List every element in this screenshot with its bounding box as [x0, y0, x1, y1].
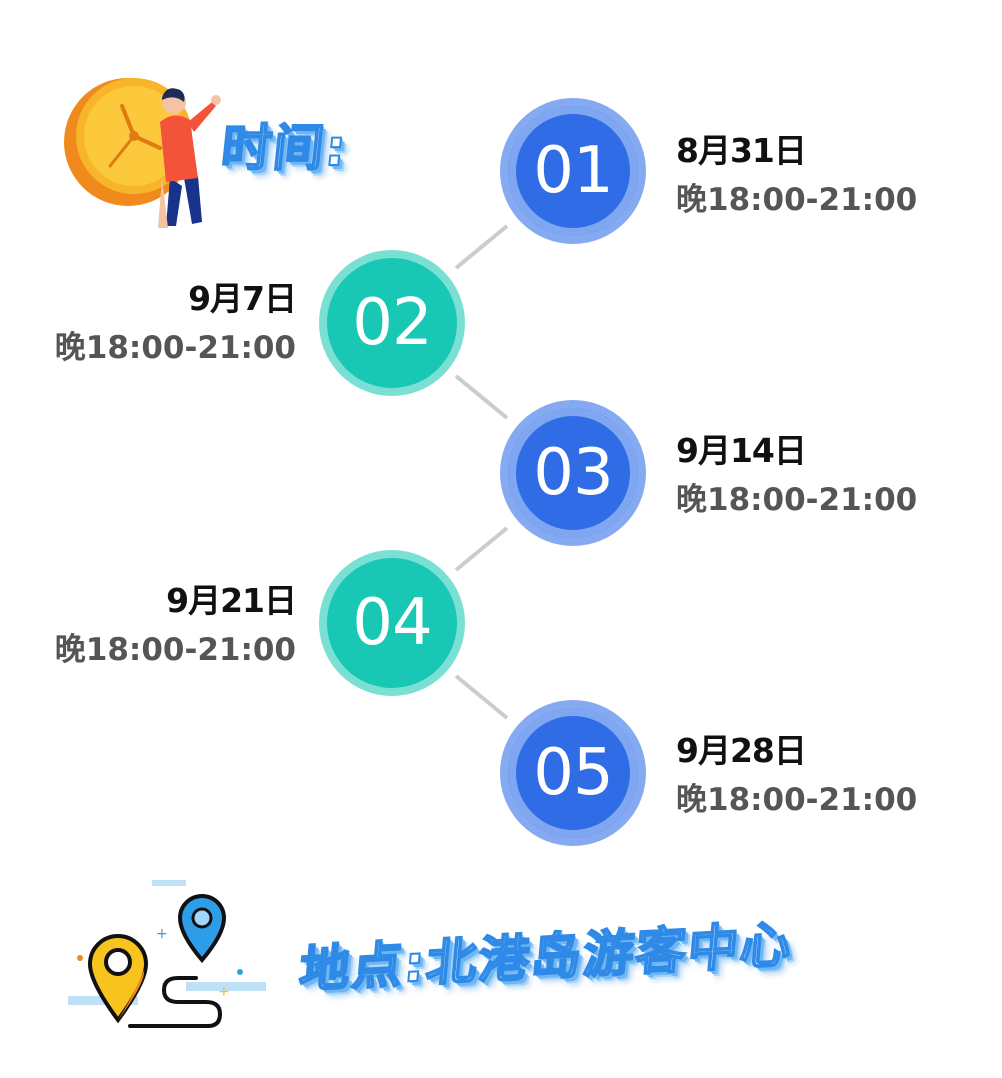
node-number: 05 — [533, 736, 613, 810]
timeline-entry-04: 9月21日 晚18:00-21:00 — [54, 581, 297, 668]
node-number: 01 — [533, 134, 613, 208]
entry-date: 8月31日 — [676, 131, 807, 170]
location-title: 地点:北港岛游客中心 — [296, 914, 796, 1000]
entry-date: 9月28日 — [676, 731, 807, 770]
timeline-entry-05: 9月28日 晚18:00-21:00 — [676, 734, 917, 816]
timeline-node-03: 03 — [500, 400, 646, 546]
entry-time: 晚18:00-21:00 — [676, 482, 918, 518]
timeline-node-05: 05 — [500, 700, 646, 846]
timeline-node-04: 04 — [319, 550, 465, 696]
map-pin-route-icon: + + — [68, 878, 274, 1034]
entry-date: 9月21日 — [166, 581, 297, 620]
timeline-entry-02: 9月7日 晚18:00-21:00 — [54, 279, 297, 366]
svg-text:+: + — [156, 926, 168, 942]
node-number: 03 — [533, 436, 613, 510]
timeline-node-01: 01 — [500, 98, 646, 244]
node-number: 04 — [352, 586, 432, 660]
entry-time: 晚18:00-21:00 — [676, 182, 918, 218]
clock-person-icon — [62, 66, 232, 236]
entry-time: 晚18:00-21:00 — [54, 330, 296, 366]
time-title: 时间: — [218, 118, 352, 178]
timeline-node-02: 02 — [319, 250, 465, 396]
node-number: 02 — [352, 286, 432, 360]
entry-date: 9月14日 — [676, 431, 807, 470]
timeline-entry-01: 8月31日 晚18:00-21:00 — [676, 134, 917, 216]
entry-time: 晚18:00-21:00 — [676, 782, 918, 818]
svg-text:+: + — [218, 984, 230, 1000]
entry-date: 9月7日 — [188, 279, 297, 318]
timeline-entry-03: 9月14日 晚18:00-21:00 — [676, 434, 917, 516]
entry-time: 晚18:00-21:00 — [54, 632, 296, 668]
